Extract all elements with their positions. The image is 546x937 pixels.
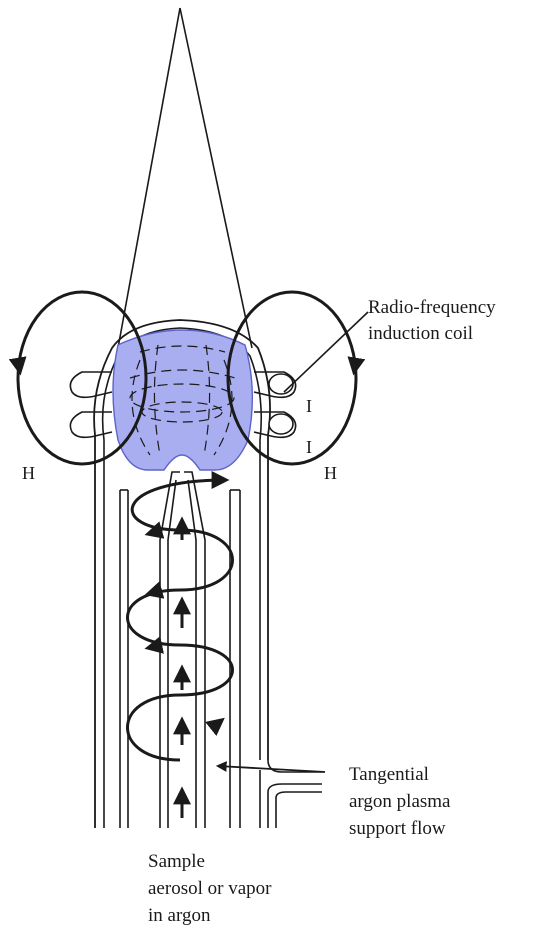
flow-label-line1: Tangential <box>349 764 429 785</box>
i-label-bottom: I <box>306 437 312 457</box>
tangential-spiral-flow <box>128 480 233 760</box>
sample-label-line2: aerosol or vapor <box>148 878 272 899</box>
flame-cone <box>118 8 252 348</box>
i-label-top: I <box>306 396 312 416</box>
sample-label-line3: in argon <box>148 905 211 926</box>
coil-label-line1: Radio-frequency <box>368 297 496 318</box>
magnetic-field-arrow-right <box>354 360 356 372</box>
flow-label-line2: argon plasma <box>349 791 451 812</box>
sample-label-line1: Sample <box>148 851 205 872</box>
coil-label-line2: induction coil <box>368 323 473 344</box>
h-label-left: H <box>22 463 35 483</box>
magnetic-field-arrow-left <box>18 360 20 372</box>
flow-label-line3: support flow <box>349 818 446 839</box>
tangential-inlet-arrow <box>218 766 325 772</box>
h-label-right: H <box>324 463 337 483</box>
